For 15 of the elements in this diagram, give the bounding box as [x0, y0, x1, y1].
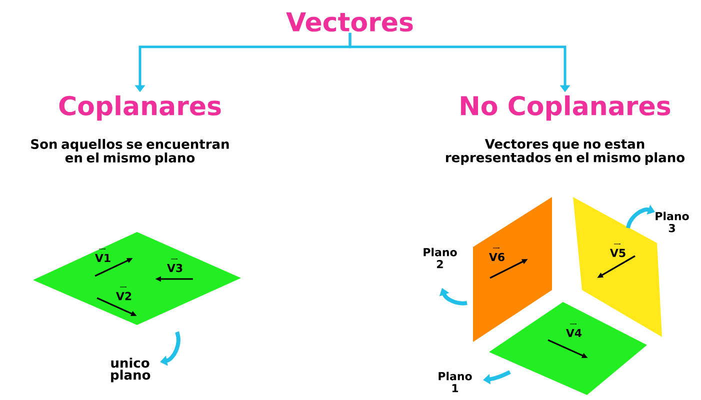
plane-label: Plano 1: [438, 372, 472, 392]
vector-label: V3: [166, 258, 182, 272]
vector-label: V2: [116, 286, 132, 300]
vector-label: V5: [610, 243, 626, 258]
vector-label: V1: [94, 248, 110, 262]
plane-label: Plano 3: [656, 212, 689, 232]
plane-label: Plano 2: [424, 248, 457, 268]
heading: No Coplanares: [461, 95, 670, 121]
vector-label: V6: [488, 247, 504, 262]
heading: Coplanares: [59, 95, 221, 121]
description: Son aquellos se encuentran en el mismo plano: [31, 138, 229, 166]
description: Vectores que no estan representados en el mismo plano: [446, 139, 684, 165]
plane-label: unico plano: [111, 358, 150, 382]
heading: Vectores: [286, 12, 413, 32]
vector-label: V4: [566, 323, 582, 338]
